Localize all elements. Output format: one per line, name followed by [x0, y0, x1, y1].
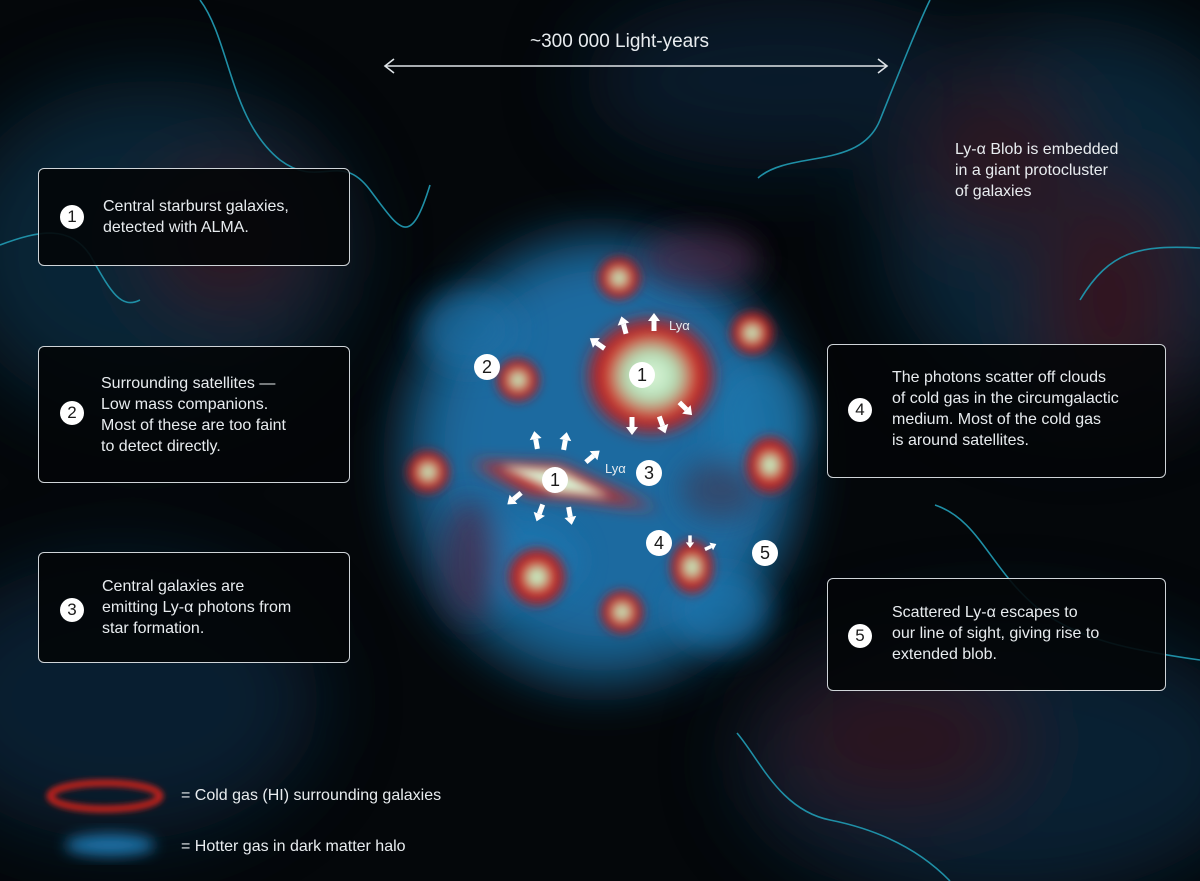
protocluster-note: Ly-α Blob is embedded in a giant protocl…	[955, 141, 1119, 200]
double-headed-arrow-icon	[383, 58, 889, 74]
callout-number-badge: 5	[848, 624, 872, 648]
hot-gas-swatch-icon	[65, 834, 155, 856]
callout-2: 2 Surrounding satellites — Low mass comp…	[38, 346, 350, 483]
callout-number-badge: 2	[60, 401, 84, 425]
lya-label-upper: Lyα	[669, 318, 690, 333]
marker-central-galaxy-lower: 1	[542, 467, 568, 493]
marker-scattering: 4	[646, 530, 672, 556]
callout-5: 5 Scattered Ly-α escapes to our line of …	[827, 578, 1166, 691]
legend-hot-gas-label: = Hotter gas in dark matter halo	[181, 838, 406, 855]
callout-text: Central galaxies are emitting Ly-α photo…	[102, 578, 292, 637]
marker-satellite: 2	[474, 354, 500, 380]
lya-photon-arrows-upper	[589, 313, 693, 435]
lya-photon-arrows-lower	[507, 431, 600, 525]
callout-number-badge: 4	[848, 398, 872, 422]
marker-lya-emission: 3	[636, 460, 662, 486]
callout-4: 4 The photons scatter off clouds of cold…	[827, 344, 1166, 478]
scatter-arrows	[685, 535, 717, 551]
callout-number-badge: 1	[60, 205, 84, 229]
lya-label-lower: Lyα	[605, 461, 626, 476]
callout-1: 1 Central starburst galaxies, detected w…	[38, 168, 350, 266]
legend-swatches	[46, 779, 164, 856]
callout-text: Scattered Ly-α escapes to our line of si…	[892, 604, 1100, 663]
callout-text: Surrounding satellites — Low mass compan…	[101, 375, 286, 455]
marker-central-galaxy-upper: 1	[629, 362, 655, 388]
scale-bar-label: ~300 000 Light-years	[530, 31, 710, 52]
callout-text: Central starburst galaxies, detected wit…	[103, 198, 289, 236]
callout-text: The photons scatter off clouds of cold g…	[892, 369, 1119, 449]
cold-gas-swatch-icon	[46, 779, 164, 813]
callout-number-badge: 3	[60, 598, 84, 622]
callout-3: 3 Central galaxies are emitting Ly-α pho…	[38, 552, 350, 663]
marker-escape: 5	[752, 540, 778, 566]
legend-cold-gas-label: = Cold gas (HI) surrounding galaxies	[181, 787, 442, 804]
